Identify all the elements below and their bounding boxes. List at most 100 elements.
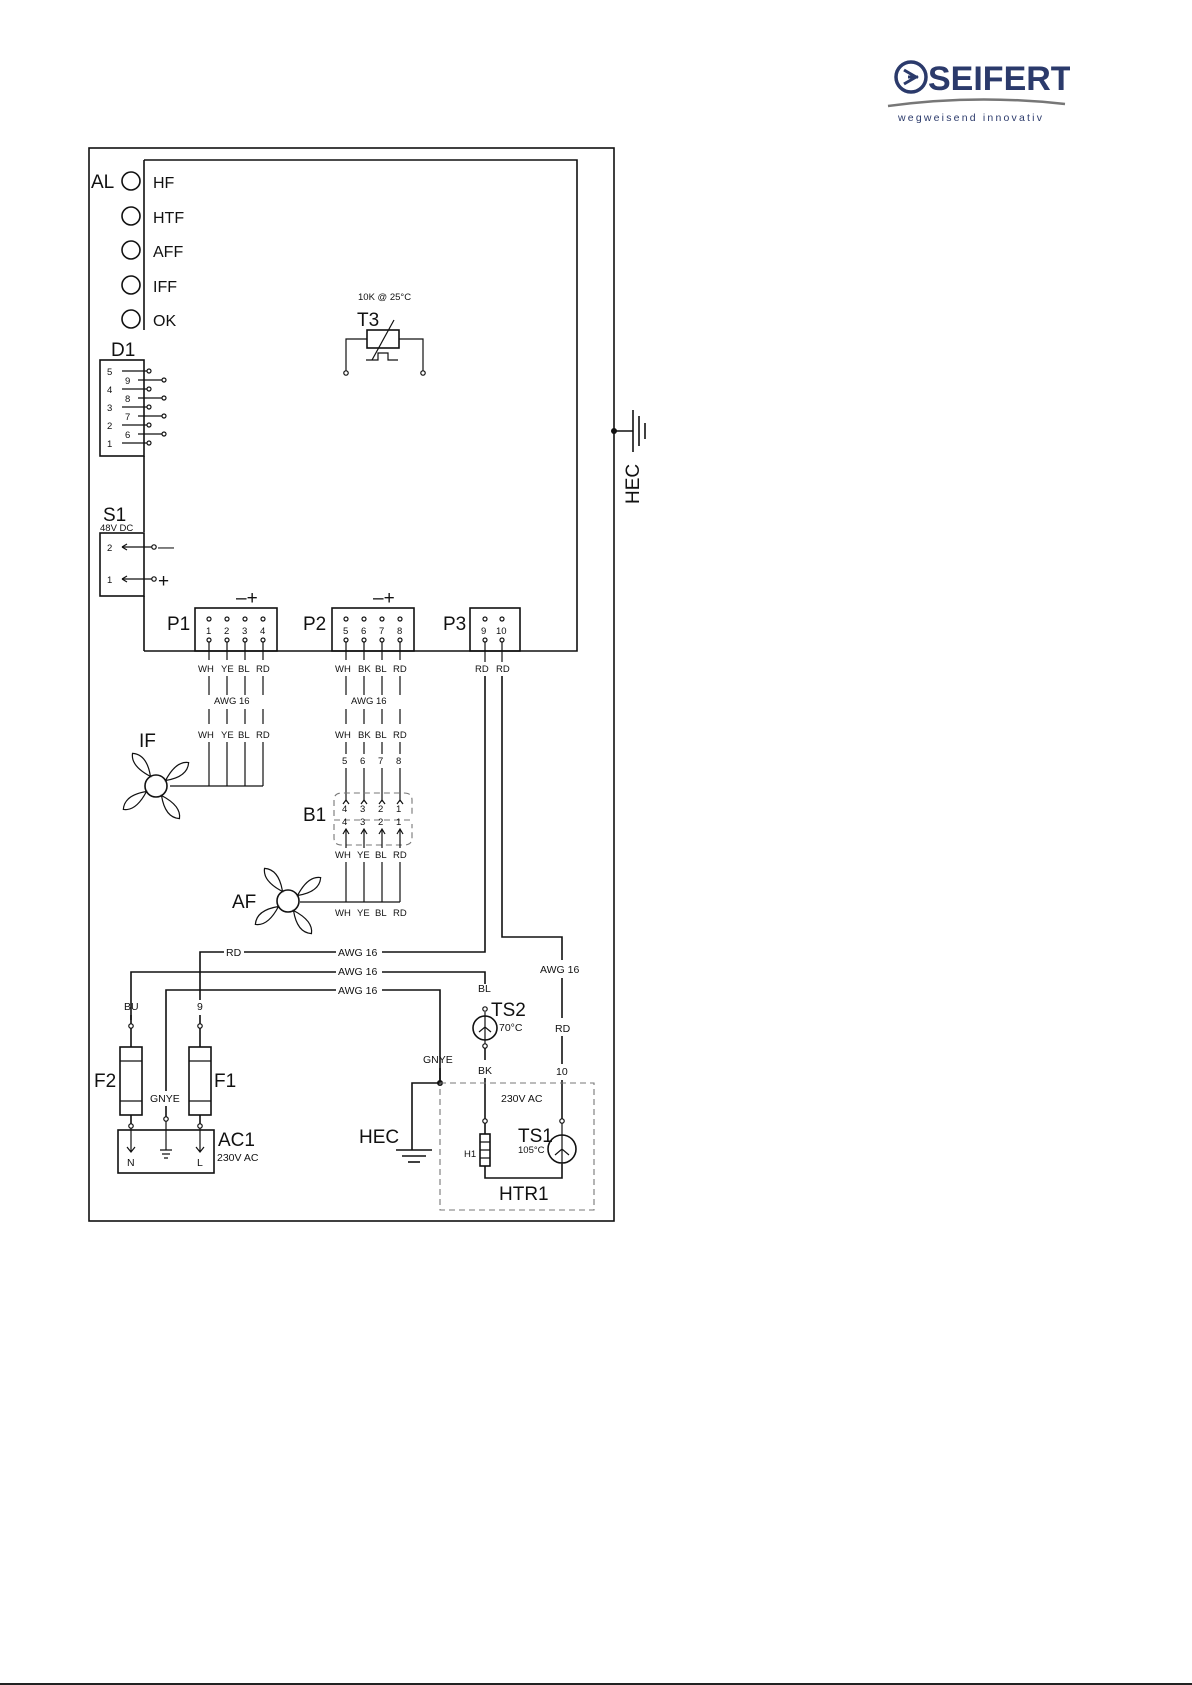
ac1-terminal: N L AC1 230V AC [117, 1121, 259, 1174]
svg-text:WH: WH [335, 730, 351, 741]
svg-text:5: 5 [343, 626, 348, 637]
hec-bottom-label: HEC [359, 1127, 399, 1148]
outer-frame [88, 147, 615, 1222]
svg-text:BK: BK [358, 730, 371, 741]
svg-text:WH: WH [335, 908, 351, 919]
p1-pins: 1 2 3 4 [206, 616, 266, 643]
p1-cable: WH YE BL RD AWG 16 WH YE BL RD [170, 642, 270, 787]
ts2-spec: 70°C [499, 1022, 523, 1034]
alarm-label: AL [91, 172, 114, 193]
svg-text:BL: BL [375, 908, 387, 919]
svg-text:AWG 16: AWG 16 [214, 696, 250, 707]
svg-text:10: 10 [496, 626, 507, 637]
svg-text:BL: BL [478, 983, 491, 995]
svg-text:L: L [197, 1157, 203, 1169]
controller-board [144, 159, 578, 652]
led-aff-icon [121, 240, 141, 260]
svg-text:RD: RD [393, 730, 407, 741]
af-cable: WH YE BL RD WH YE BL RD [300, 850, 407, 919]
svg-text:6: 6 [125, 430, 130, 441]
svg-text:8: 8 [397, 626, 402, 637]
hec-right-label: HEC [623, 464, 644, 504]
svg-text:3: 3 [107, 403, 112, 414]
ts1-spec: 105°C [518, 1145, 545, 1156]
hec-earth-bottom: HEC [359, 1127, 432, 1163]
svg-text:WH: WH [198, 730, 214, 741]
svg-text:3: 3 [360, 817, 365, 828]
svg-text:YE: YE [221, 730, 234, 741]
led-aff-label: AFF [153, 244, 183, 261]
svg-text:RD: RD [226, 947, 242, 959]
svg-text:AWG 16: AWG 16 [338, 985, 377, 997]
p2-connector [331, 607, 415, 652]
p1-label: P1 [167, 614, 190, 635]
ac1-label: AC1 [218, 1130, 255, 1151]
svg-text:YE: YE [357, 850, 370, 861]
svg-text:RD: RD [393, 908, 407, 919]
svg-text:1: 1 [396, 817, 401, 828]
p1-connector [194, 607, 278, 652]
f2-fuse: BU F2 [94, 1001, 143, 1129]
svg-text:YE: YE [221, 664, 234, 675]
svg-text:YE: YE [357, 908, 370, 919]
led-htf-label: HTF [153, 210, 184, 227]
p1-polarity: –+ [236, 588, 258, 609]
svg-text:6: 6 [361, 626, 366, 637]
svg-text:1: 1 [107, 575, 112, 586]
gnye-left-label: GNYE [150, 1093, 180, 1105]
if-fan-icon [122, 752, 190, 820]
htr1-spec: 230V AC [501, 1093, 543, 1105]
svg-text:AWG 16: AWG 16 [338, 947, 377, 959]
svg-text:WH: WH [335, 664, 351, 675]
svg-text:WH: WH [198, 664, 214, 675]
svg-text:4: 4 [342, 817, 347, 828]
htr1-label: HTR1 [499, 1184, 549, 1205]
ts2-label: TS2 [491, 1000, 526, 1021]
svg-text:1: 1 [396, 804, 401, 815]
led-iff-icon [121, 275, 141, 295]
p3-label: P3 [443, 614, 466, 635]
ts1-label: TS1 [518, 1126, 553, 1147]
f2-fuse-icon [119, 1046, 143, 1116]
af-fan-label: AF [232, 892, 256, 913]
svg-text:BL: BL [375, 730, 387, 741]
svg-text:BL: BL [375, 664, 387, 675]
logo-wordmark: SEIFERT [928, 60, 1070, 98]
svg-text:RD: RD [393, 850, 407, 861]
if-fan-label: IF [139, 731, 156, 752]
f2-label: F2 [94, 1071, 116, 1092]
svg-text:8: 8 [396, 756, 401, 767]
svg-text:1: 1 [107, 439, 112, 450]
svg-text:BU: BU [124, 1001, 139, 1013]
s1-connector [99, 532, 145, 597]
seifert-logo: SEIFERT wegweisend innovativ [887, 60, 1070, 124]
svg-text:3: 3 [360, 804, 365, 815]
t3-label: T3 [357, 310, 379, 331]
svg-text:2: 2 [224, 626, 229, 637]
svg-text:7: 7 [378, 756, 383, 767]
svg-text:3: 3 [242, 626, 247, 637]
svg-text:BL: BL [375, 850, 387, 861]
s1-pins: 2 — 1 + [107, 539, 174, 592]
led-htf-icon [121, 206, 141, 226]
svg-text:2: 2 [378, 817, 383, 828]
p3-connector [469, 607, 521, 652]
svg-text:2: 2 [107, 421, 112, 432]
svg-text:BL: BL [238, 730, 250, 741]
b1-connector: 4 3 2 1 4 3 2 1 [333, 792, 413, 848]
svg-text:BK: BK [358, 664, 371, 675]
ac1-spec: 230V AC [217, 1152, 259, 1164]
d1-pins: 5 9 4 8 3 7 2 6 1 [107, 367, 167, 450]
svg-text:1: 1 [206, 626, 211, 637]
led-hf-label: HF [153, 175, 175, 192]
svg-text:9: 9 [197, 1001, 203, 1013]
logo-tagline: wegweisend innovativ [897, 112, 1044, 124]
h1-label: H1 [464, 1149, 476, 1160]
svg-text:2: 2 [378, 804, 383, 815]
svg-text:N: N [127, 1157, 135, 1169]
gnye-right-label: GNYE [423, 1054, 453, 1066]
af-fan-icon [254, 867, 322, 935]
s1-plus: + [158, 571, 169, 592]
s1-spec: 48V DC [100, 523, 133, 534]
svg-text:5: 5 [107, 367, 112, 378]
